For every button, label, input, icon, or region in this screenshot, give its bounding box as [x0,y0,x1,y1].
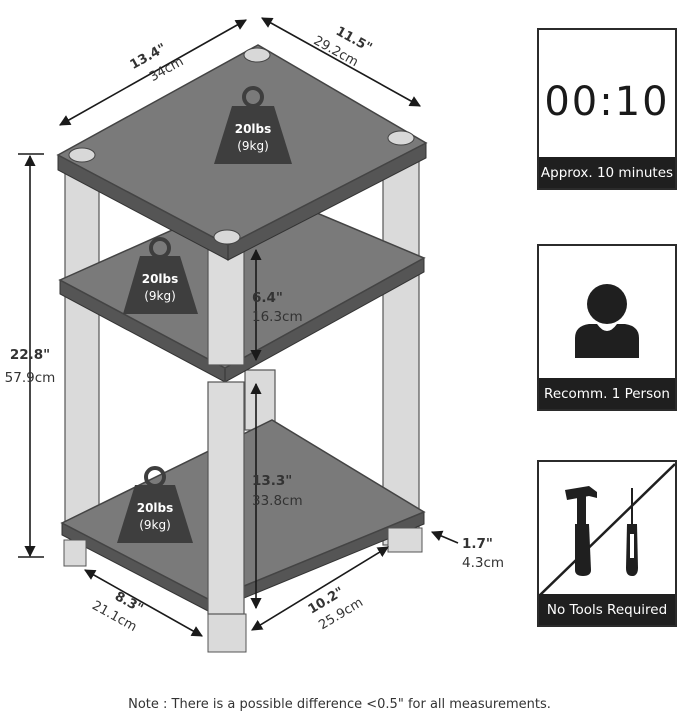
people-panel: Recomm. 1 Person [537,244,677,411]
weight-icon: 20lbs (9kg) [123,237,198,314]
clearance-in: 1.7" [462,536,493,552]
weight-lbs-2: 20lbs [142,272,179,286]
digital-timer-icon: 00:10 [544,79,669,125]
height-in: 22.8" [10,347,50,363]
lower-gap-cm: 33.8cm [252,493,303,509]
upper-gap-in: 6.4" [252,290,283,306]
weight-icon: 20lbs (9kg) [117,466,193,543]
tools-caption: No Tools Required [539,594,675,625]
height-cm: 57.9cm [5,370,56,386]
weight-lbs-3: 20lbs [137,501,174,515]
hammer-screwdriver-crossed-icon [539,463,675,596]
person-icon [575,284,639,358]
upper-gap-cm: 16.3cm [252,309,303,325]
weight-kg-1: (9kg) [237,139,269,153]
shelf-dimension-diagram: 20lbs (9kg) 20lbs (9kg) 20lbs (9kg) 13.4… [5,17,504,653]
measurement-note: Note : There is a possible difference <0… [128,697,551,712]
people-caption: Recomm. 1 Person [539,378,675,409]
dimension-lines [18,17,459,637]
clearance-cm: 4.3cm [462,555,504,571]
weight-kg-3: (9kg) [139,518,171,532]
assembly-time-caption: Approx. 10 minutes [539,157,675,188]
weight-lbs-1: 20lbs [235,122,272,136]
timer-display: 00:10 [544,79,669,125]
feet [63,527,423,653]
front-leg [207,249,245,615]
lower-gap-in: 13.3" [252,473,292,489]
weight-kg-2: (9kg) [144,289,176,303]
assembly-time-panel: 00:10 Approx. 10 minutes [537,28,677,190]
tools-panel: No Tools Required [537,460,677,627]
